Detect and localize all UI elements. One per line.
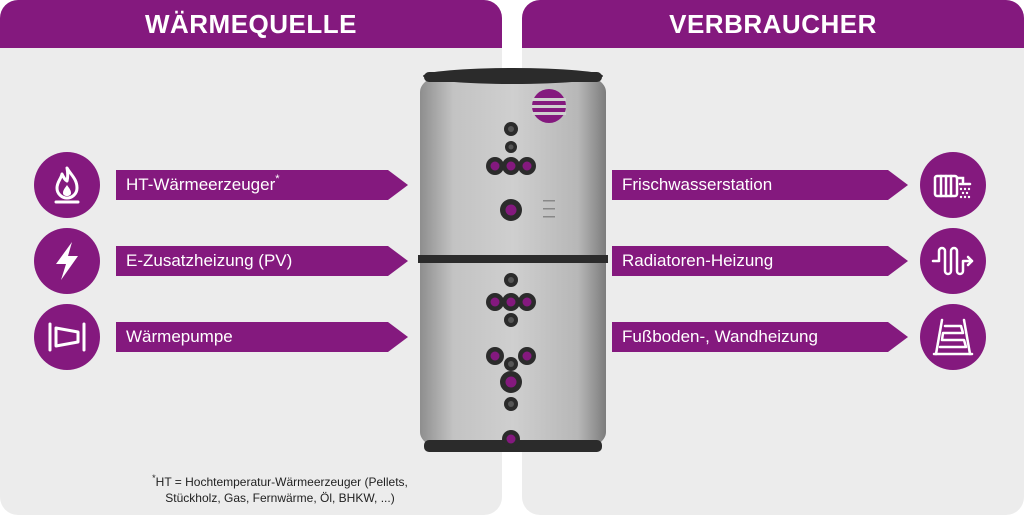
floor-heating-icon <box>920 304 986 370</box>
tank-ports <box>486 122 555 448</box>
footnote-marker: * <box>275 173 280 185</box>
consumer-title: VERBRAUCHER <box>522 0 1024 48</box>
footnote-mark: * <box>152 473 156 483</box>
e-heater-label: E-Zusatzheizung (PV) <box>126 251 293 270</box>
footnote-line-1: HT = Hochtemperatur-Wärmeerzeuger (Pelle… <box>155 475 408 489</box>
radiator-icon <box>920 228 986 294</box>
floor-wall-heating-label: Fußboden-, Wandheizung <box>622 327 818 346</box>
tank-logo <box>532 89 566 123</box>
ht-heat-generator-label: HT-Wärmeerzeuger <box>126 175 276 194</box>
heat-pump-icon <box>34 304 100 370</box>
fresh-water-station-label: Frischwasserstation <box>622 175 773 194</box>
footnote-line-2: Stückholz, Gas, Fernwärme, Öl, BHKW, ...… <box>165 491 395 505</box>
arrow-floor-wall-heating: Fußboden-, Wandheizung <box>612 322 908 352</box>
tank-drawing <box>418 68 608 452</box>
shower-station-icon <box>920 152 986 218</box>
heat-pump-label: Wärmepumpe <box>126 327 233 346</box>
flame-icon <box>34 152 100 218</box>
heat-source-title: WÄRMEQUELLE <box>0 0 502 48</box>
arrow-e-heater: E-Zusatzheizung (PV) <box>116 246 408 276</box>
radiator-heating-label: Radiatoren-Heizung <box>622 251 774 270</box>
arrow-radiator-heating: Radiatoren-Heizung <box>612 246 908 276</box>
arrow-ht-heat-generator: HT-Wärmeerzeuger* <box>116 170 408 200</box>
lightning-icon <box>34 228 100 294</box>
footnote: *HT = Hochtemperatur-Wärmeerzeuger (Pell… <box>60 470 500 506</box>
arrow-fresh-water-station: Frischwasserstation <box>612 170 908 200</box>
buffer-storage-tank <box>418 68 608 453</box>
arrow-heat-pump: Wärmepumpe <box>116 322 408 352</box>
